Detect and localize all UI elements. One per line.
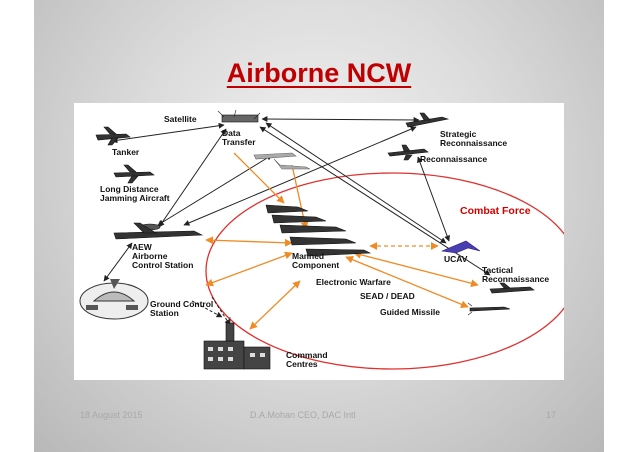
- label-reconnaissance: Reconnaissance: [420, 154, 488, 164]
- link-datatransfer-manned: [233, 152, 285, 204]
- link-ground-command-2: [211, 296, 231, 326]
- label-satellite: Satellite: [164, 114, 197, 124]
- tanker-icon: [95, 126, 131, 146]
- footer-date: 18 August 2015: [80, 410, 143, 420]
- data-transfer-planes: [253, 152, 311, 170]
- guided-missile-icon: [467, 302, 511, 316]
- link-recon-ucav: [417, 156, 450, 242]
- label-electronic-warfare: Electronic Warfare: [316, 277, 391, 287]
- dashed-links: [191, 296, 231, 326]
- aircraft-icons: [95, 109, 535, 316]
- label-ucav: UCAV: [444, 254, 468, 264]
- command-centre-icon: [203, 317, 271, 370]
- link-aew-manned: [205, 236, 293, 247]
- label-combat-force: Combat Force: [460, 205, 531, 217]
- link-ground-command-1: [191, 300, 223, 318]
- link-manned-missile: [345, 256, 469, 308]
- link-aew-ground: [103, 242, 133, 282]
- slide-title: Airborne NCW: [226, 58, 412, 88]
- ucav-icon: [440, 240, 481, 254]
- jamming-aircraft-icon: [113, 164, 155, 184]
- link-recon-aew: [157, 154, 273, 226]
- tactical-recon-icon: [489, 282, 535, 294]
- link-manned-ground: [205, 251, 293, 287]
- footer-page-number: 17: [546, 410, 557, 420]
- aew-aircraft-icon: [113, 222, 204, 240]
- link-satellite-ucav: [265, 122, 447, 244]
- link-satellite-tanker: [111, 122, 225, 144]
- fighter-formation-icon: [265, 204, 372, 257]
- link-manned-command: [249, 280, 301, 330]
- satellite-icon: [217, 109, 261, 123]
- strategic-recon-icon: [405, 112, 450, 128]
- ground-control-station-icon: [79, 279, 149, 320]
- label-sead-dead: SEAD / DEAD: [360, 291, 415, 301]
- label-guided-missile: Guided Missile: [380, 307, 440, 317]
- link-satellite-aew: [158, 128, 227, 228]
- label-tanker: Tanker: [112, 147, 140, 157]
- footer-author: D.A.Mohan CEO, DAC Intl: [250, 410, 356, 420]
- reconnaissance-icon: [387, 144, 429, 161]
- diagram-graphics: [79, 109, 564, 370]
- link-satellite-strategic: [261, 116, 420, 123]
